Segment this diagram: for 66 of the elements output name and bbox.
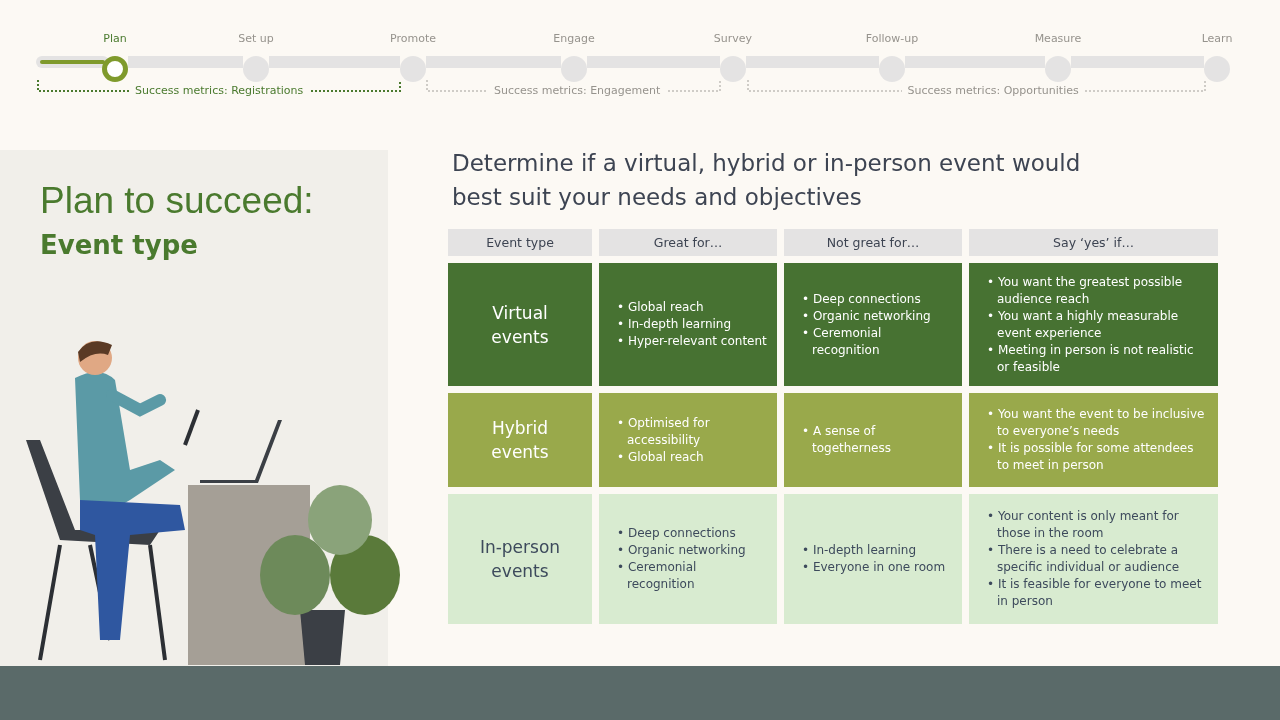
track-segment bbox=[269, 56, 400, 68]
bullet-item: • You want the greatest possible audience reach bbox=[987, 273, 1184, 308]
row-heading: Virtual events bbox=[490, 301, 550, 349]
bullet-item: • In-depth learning bbox=[617, 316, 733, 333]
bullet-item: • Deep connections bbox=[617, 525, 737, 542]
table-cell bbox=[784, 393, 962, 487]
table-cell bbox=[969, 263, 1218, 386]
row-header bbox=[448, 494, 592, 624]
stage-label: Plan bbox=[102, 32, 128, 45]
stage-label: Survey bbox=[712, 32, 754, 45]
column-heading: Great for… bbox=[652, 235, 724, 250]
bullet-item: • Everyone in one room bbox=[802, 559, 946, 576]
table-cell bbox=[599, 494, 777, 624]
table-cell bbox=[599, 393, 777, 487]
subtitle: Determine if a virtual, hybrid or in-person event would best suit your needs and objectives bbox=[452, 149, 1082, 212]
bullet-item: • A sense of togetherness bbox=[802, 423, 892, 457]
column-heading: Not great for… bbox=[825, 235, 921, 250]
column-heading: Say ‘yes’ if… bbox=[1052, 235, 1135, 250]
table-cell bbox=[784, 263, 962, 386]
column-heading: Event type bbox=[485, 235, 555, 250]
table-cell bbox=[969, 494, 1218, 624]
success-metric-label: Success metrics: Opportunities bbox=[901, 84, 1085, 97]
track-segment bbox=[746, 56, 879, 68]
track-segment bbox=[905, 56, 1045, 68]
track-segment bbox=[587, 56, 720, 68]
bullet-item: • Ceremonial recognition bbox=[617, 559, 698, 593]
panel-heading: Plan to succeed: bbox=[40, 180, 314, 222]
bullet-item: • Deep connections bbox=[802, 290, 922, 308]
bullet-item: • There is a need to celebrate a specific individual or audience bbox=[987, 542, 1181, 576]
bullet-item: • Meeting in person is not realistic or feasible bbox=[987, 341, 1195, 376]
bullet-item: • Your content is only meant for those in the room bbox=[987, 508, 1180, 542]
panel-subheading: Event type bbox=[40, 230, 198, 260]
stage-label: Set up bbox=[237, 32, 275, 45]
bullet-item: • You want a highly measurable event experience bbox=[987, 307, 1180, 342]
bullet-item: • It is feasible for everyone to meet in person bbox=[987, 576, 1203, 610]
bullet-item: • Organic networking bbox=[802, 307, 932, 325]
table-cell bbox=[969, 393, 1218, 487]
table-cell bbox=[784, 494, 962, 624]
bullet-item: • Global reach bbox=[617, 299, 705, 316]
column-header bbox=[784, 229, 962, 256]
stage-label: Follow-up bbox=[864, 32, 920, 45]
bullet-item: • You want the event to be inclusive to everyone’s needs bbox=[987, 406, 1206, 440]
column-header bbox=[969, 229, 1218, 256]
column-header bbox=[448, 229, 592, 256]
success-metric-label: Success metrics: Registrations bbox=[129, 84, 310, 97]
bullet-item: • Hyper-relevant content bbox=[617, 333, 767, 350]
stage-label: Learn bbox=[1200, 32, 1234, 45]
success-metric-label: Success metrics: Engagement bbox=[488, 84, 667, 97]
track-segment bbox=[426, 56, 561, 68]
table-cell bbox=[599, 263, 777, 386]
track-segment bbox=[128, 56, 243, 68]
row-header bbox=[448, 263, 592, 386]
bullet-item: • Organic networking bbox=[617, 542, 747, 559]
row-heading: Hybrid events bbox=[490, 417, 550, 464]
bullet-item: • Ceremonial recognition bbox=[802, 324, 883, 359]
bullet-item: • Optimised for accessibility bbox=[617, 414, 711, 449]
stage-label: Measure bbox=[1033, 32, 1083, 45]
stage-label: Promote bbox=[389, 32, 437, 45]
stage-label: Engage bbox=[552, 32, 596, 45]
column-header bbox=[599, 229, 777, 256]
row-heading: In-person events bbox=[478, 536, 562, 583]
bullet-item: • It is possible for some attendees to meet in person bbox=[987, 440, 1195, 474]
bullet-item: • In-depth learning bbox=[802, 542, 918, 559]
row-header bbox=[448, 393, 592, 487]
track-segment bbox=[1071, 56, 1204, 68]
bullet-item: • Global reach bbox=[617, 448, 705, 466]
